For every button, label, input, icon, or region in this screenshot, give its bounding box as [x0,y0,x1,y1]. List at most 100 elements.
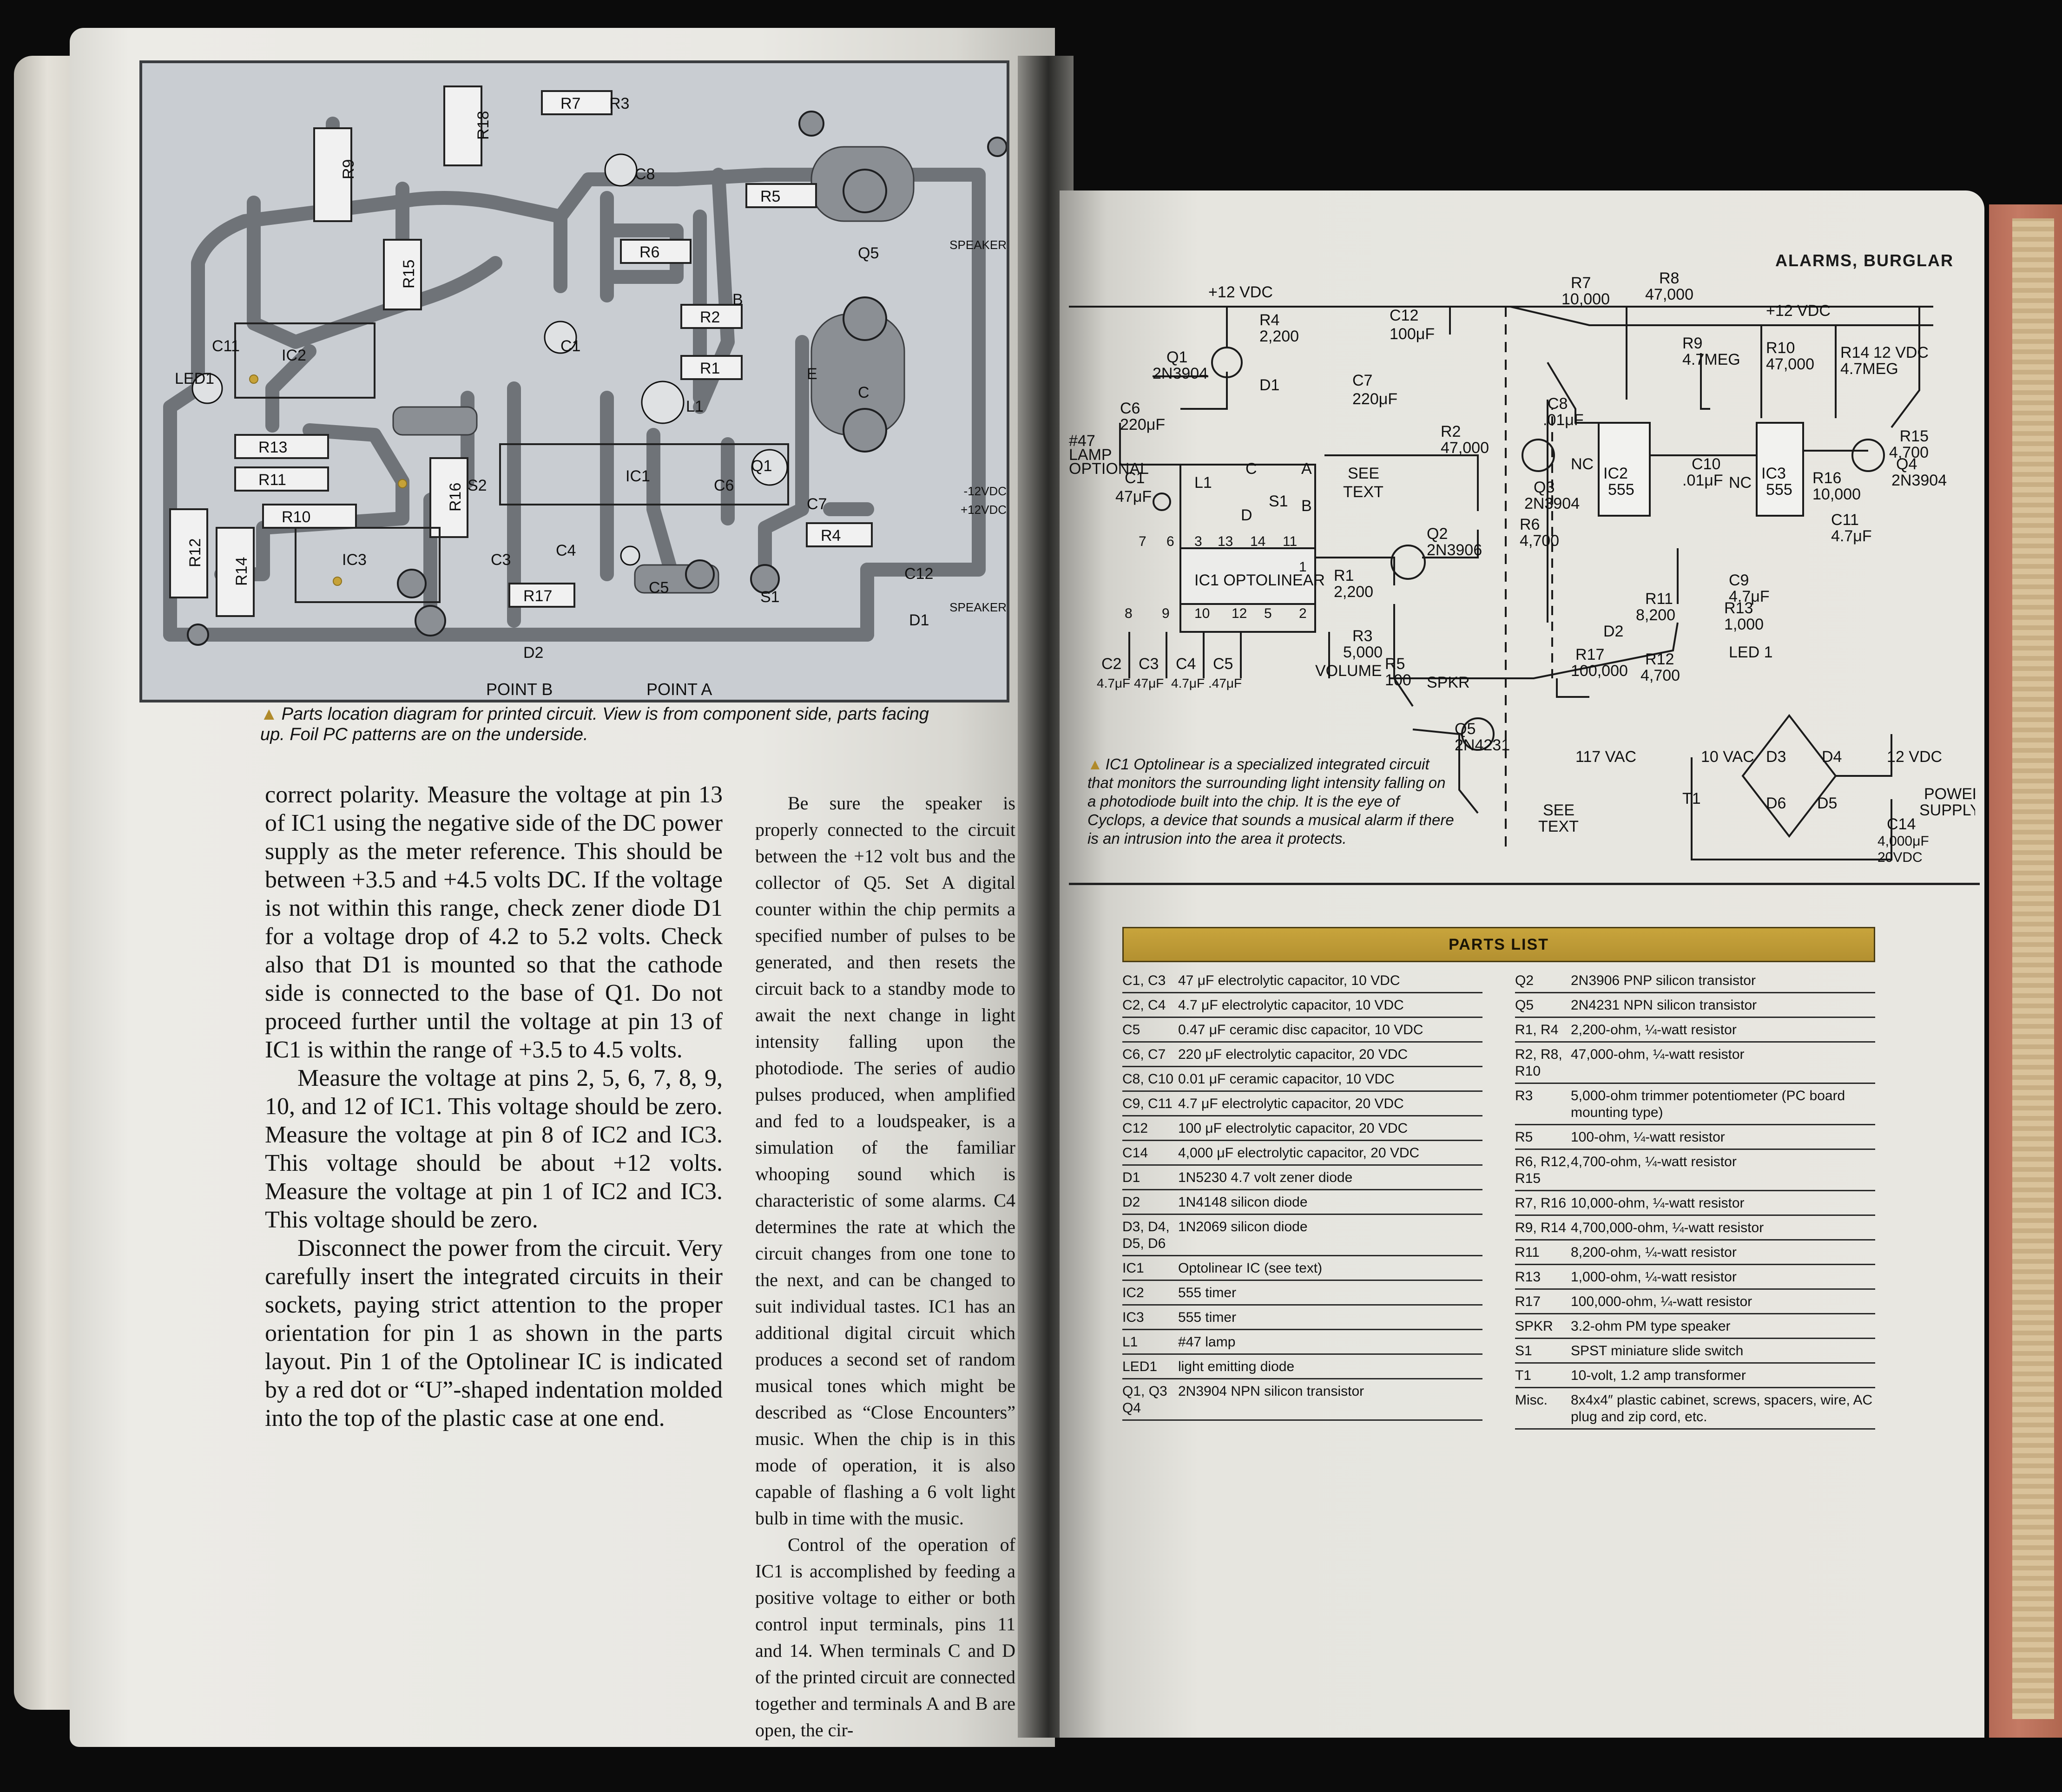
part-desc: 47 μF electrolytic capacitor, 10 VDC [1178,973,1400,988]
pcb-label-r11: R11 [258,471,286,489]
sch-label: +12 VDC [1766,302,1831,320]
sch-label: R16 [1812,469,1841,487]
parts-list-row: L1#47 lamp [1122,1330,1482,1355]
part-ref: Q5 [1515,998,1534,1013]
sch-label: R10 [1766,339,1795,357]
part-ref: IC2 [1122,1285,1144,1300]
part-desc: 2N3904 NPN silicon transistor [1178,1384,1364,1399]
pcb-label-r10: R10 [282,508,310,526]
part-desc: 555 timer [1178,1285,1237,1300]
body-text-column-1: correct polarity. Measure the voltage at… [265,781,723,1432]
part-ref: LED1 [1122,1359,1158,1374]
sch-label: D5 [1817,794,1837,812]
sch-label: S1 [1269,492,1288,510]
sch-label: R8 [1659,269,1679,287]
sch-label: 4,700 [1889,444,1929,461]
sch-label: VOLUME [1315,662,1382,680]
sch-label: POWER [1924,785,1975,803]
sch-label: 10 VAC [1701,748,1754,766]
sch-label: 2N3906 [1427,541,1482,559]
sch-label: 47,000 [1441,439,1489,457]
sch-label: +12 VDC [1208,283,1273,301]
sch-label: 4.7μF [1097,676,1130,690]
sch-label: 220μF [1120,416,1165,433]
sch-label: 10,000 [1561,290,1610,308]
pcb-caption: ▲Parts location diagram for printed circ… [260,704,957,745]
part-desc: light emitting diode [1178,1359,1295,1374]
part-desc: 100,000-ohm, ¼-watt resistor [1571,1294,1752,1309]
sch-label: C5 [1213,655,1233,673]
sch-label: 2,200 [1259,328,1299,345]
sch-label: 8,200 [1636,606,1675,624]
triangle-marker-icon: ▲ [260,704,278,724]
sch-label: 2N3904 [1524,495,1580,512]
sch-label: 1 [1299,559,1307,575]
sch-label: R14 [1840,344,1869,361]
part-ref: T1 [1515,1368,1532,1383]
pcb-label-minus12: -12VDC [964,484,1007,498]
pcb-label-c5: C5 [649,579,669,597]
part-ref: C8, C10 [1122,1071,1174,1087]
part-desc: SPST miniature slide switch [1571,1343,1744,1359]
sch-label: 12 VDC [1873,344,1929,361]
sch-label: 4,000μF [1878,834,1929,849]
sch-label: TEXT [1538,818,1579,835]
sch-label: 12 VDC [1887,748,1942,766]
part-ref: D2 [1122,1195,1140,1210]
sch-label: IC2 [1603,465,1628,482]
sch-label: .47μF [1208,676,1242,690]
part-ref: R7, R16 [1515,1195,1567,1211]
pcb-label-c7: C7 [807,495,827,513]
sch-label: 5 [1264,606,1272,621]
sch-label: Q3 [1534,479,1555,496]
sch-label: R11 [1645,590,1673,608]
part-desc: 4,000 μF electrolytic capacitor, 20 VDC [1178,1145,1420,1161]
part-ref: C2, C4 [1122,998,1166,1013]
pcb-label-r7: R7 [560,95,580,112]
sch-label: Q2 [1427,525,1448,543]
part-ref: C9, C11 [1122,1096,1173,1111]
sch-label: Q1 [1166,348,1187,366]
sch-label: OPTIONAL [1069,460,1149,478]
part-desc: 100-ohm, ¼-watt resistor [1571,1129,1725,1145]
part-ref: R11 [1515,1245,1540,1260]
sch-label: 1,000 [1724,616,1764,633]
part-ref: R5 [1515,1129,1533,1145]
parts-list-row: R5 100-ohm, ¼-watt resistor [1515,1125,1875,1150]
part-desc: 3.2-ohm PM type speaker [1571,1319,1731,1334]
part-desc: 4,700,000-ohm, ¼-watt resistor [1571,1220,1764,1235]
part-desc: 2,200-ohm, ¼-watt resistor [1571,1022,1737,1037]
part-desc: 47,000-ohm, ¼-watt resistor [1571,1047,1745,1062]
pcb-label-r14: R14 [233,557,250,586]
paragraph: Be sure the speaker is properly connecte… [755,793,1015,1529]
sch-label: .01μF [1682,472,1723,489]
sch-label: #47 [1069,432,1095,450]
part-desc: 4,700-ohm, ¼-watt resistor [1571,1154,1737,1169]
part-desc: Optolinear IC (see text) [1178,1260,1323,1276]
part-ref: Q2 [1515,973,1534,988]
sch-label: 2N3904 [1153,365,1208,382]
cover-cloth-edge [2012,218,2054,1719]
parts-list-row: IC2 555 timer [1122,1281,1482,1306]
paragraph: Disconnect the power from the circuit. V… [265,1235,723,1431]
pcb-label-s2: S2 [468,477,487,494]
sch-label: D6 [1766,794,1786,812]
part-ref: R13 [1515,1269,1541,1285]
sch-label: 2 [1299,606,1307,621]
sch-label: R3 [1352,627,1372,645]
pcb-label-r9: R9 [340,159,357,179]
sch-label: SUPPLY [1919,801,1975,819]
pcb-label-c6: C6 [714,477,734,494]
part-desc: 2N3906 PNP silicon transistor [1571,973,1756,988]
